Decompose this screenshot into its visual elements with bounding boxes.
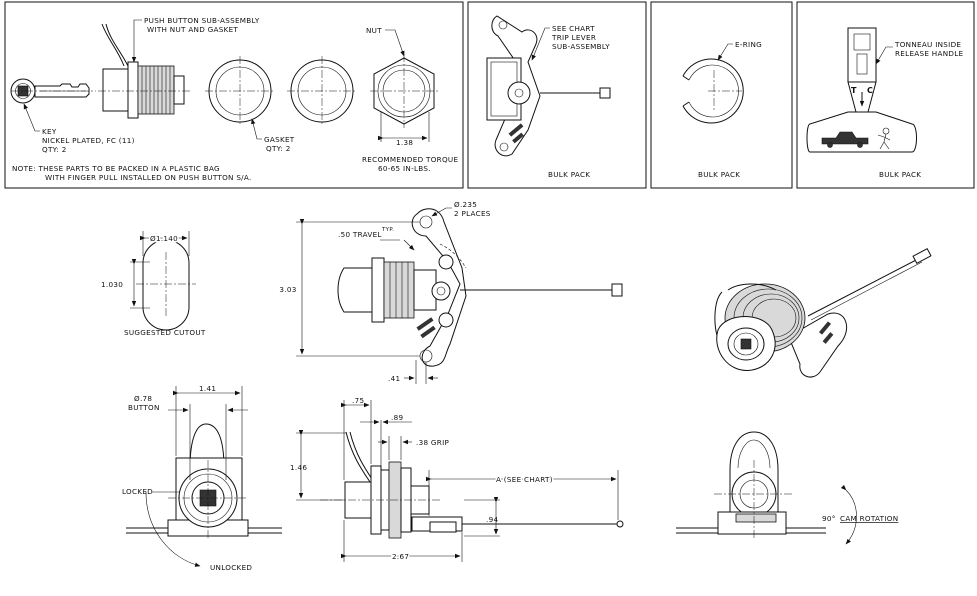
dim-94: .94: [486, 515, 498, 524]
trip-lever-drawing: [486, 15, 611, 157]
kit-panel-border: [4, 1, 464, 189]
trip-lever-label-1: SEE CHART: [552, 24, 595, 33]
front-view-drawing: [126, 386, 282, 567]
hole-diameter-label: Ø.235: [454, 200, 477, 209]
side-length-dim: 2.67: [392, 552, 409, 561]
dim-89: .89: [391, 413, 403, 422]
front-width-dim: 1.41: [199, 384, 216, 393]
handle-letter-t: T: [851, 86, 857, 95]
gasket-1: [205, 56, 275, 126]
release-handle-drawing: [806, 27, 917, 153]
key-drawing: [10, 78, 96, 104]
button-label: BUTTON: [128, 403, 160, 412]
cam-angle-label: 90°: [822, 514, 836, 523]
offset-dim: .41: [388, 374, 400, 383]
leader-gasket: [251, 118, 262, 140]
key-label-2: NICKEL PLATED, FC (11): [42, 136, 135, 145]
torque-label-2: 60-65 IN-LBS.: [378, 164, 431, 173]
note-line-1: NOTE: THESE PARTS TO BE PACKED IN A PLAS…: [12, 164, 220, 173]
cutout-width-dim: Ø1.140: [150, 234, 178, 243]
handle-letter-c: C: [867, 86, 873, 95]
push-button-label-2: WITH NUT AND GASKET: [147, 25, 238, 34]
torque-label-1: RECOMMENDED TORQUE: [362, 155, 458, 164]
cutout-drawing: [130, 231, 196, 331]
side-view-drawing: [296, 400, 624, 562]
push-button-subassembly: [98, 23, 190, 119]
e-ring-label: E-RING: [735, 40, 762, 49]
handle-label-2: RELEASE HANDLE: [895, 49, 964, 58]
overall-height-dim: 3.03: [279, 285, 296, 294]
rear-view-drawing: [676, 431, 857, 545]
leader-push-button: [131, 19, 142, 63]
cutout-height-dim: 1.030: [101, 280, 123, 289]
cam-rotation-label: CAM ROTATION: [840, 514, 898, 523]
handle-caption: BULK PACK: [879, 170, 921, 179]
nut-dimension: 1.38: [396, 138, 413, 147]
trip-lever-label-2: TRIP LEVER: [551, 33, 596, 42]
side-height-dim: 1.46: [290, 463, 307, 472]
locked-label: LOCKED: [122, 487, 153, 496]
hole-places-label: 2 PLACES: [454, 209, 491, 218]
gasket-label-2: QTY: 2: [266, 144, 291, 153]
trip-lever-caption: BULK PACK: [548, 170, 590, 179]
leader-nut: [385, 29, 405, 57]
gasket-2: [287, 56, 357, 126]
leader-trip-lever: [531, 27, 550, 61]
handle-label-1: TONNEAU INSIDE: [894, 40, 961, 49]
key-label-3: QTY: 2: [42, 145, 67, 154]
button-diameter-dim: Ø.78: [134, 394, 152, 403]
handle-panel-border: [796, 1, 975, 189]
push-button-label-1: PUSH BUTTON SUB-ASSEMBLY: [144, 16, 260, 25]
note-line-2: WITH FINGER PULL INSTALLED ON PUSH BUTTO…: [45, 173, 252, 182]
trip-lever-panel-border: [467, 1, 647, 189]
cutout-caption: SUGGESTED CUTOUT: [124, 328, 206, 337]
leader-handle: [875, 46, 893, 65]
unlocked-label: UNLOCKED: [210, 563, 252, 572]
key-label-1: KEY: [42, 127, 57, 136]
a-see-chart-dim: A (SEE CHART): [496, 475, 553, 484]
grip-dim: .38 GRIP: [416, 438, 449, 447]
e-ring-caption: BULK PACK: [698, 170, 740, 179]
travel-label: .50 TRAVEL: [338, 230, 382, 239]
travel-typ-label: TYP.: [381, 227, 394, 233]
trip-lever-label-3: SUB-ASSEMBLY: [552, 42, 610, 51]
nut-label: NUT: [366, 26, 382, 35]
hex-nut: [370, 54, 438, 142]
dim-75: .75: [352, 396, 364, 405]
isometric-view-drawing: [714, 248, 932, 378]
e-ring-drawing: [682, 58, 744, 124]
leader-key: [23, 103, 40, 132]
gasket-label-1: GASKET: [264, 135, 295, 144]
top-view-drawing: [296, 207, 623, 384]
e-ring-panel-border: [650, 1, 793, 189]
leader-e-ring: [717, 43, 733, 61]
